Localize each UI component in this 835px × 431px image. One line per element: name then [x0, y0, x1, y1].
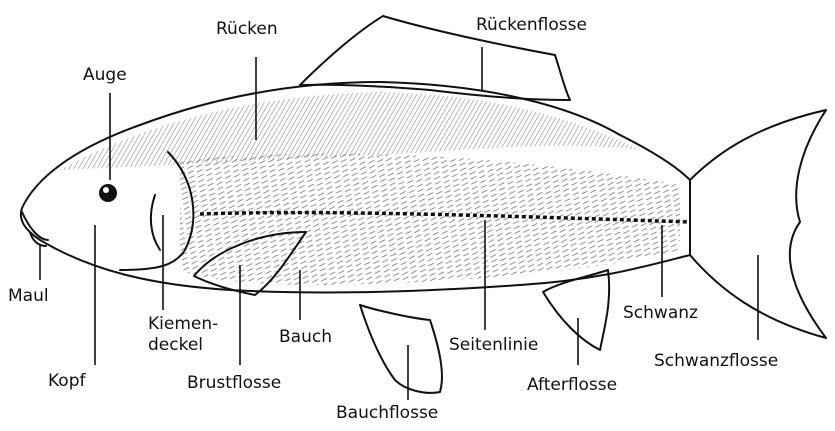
label-bauch: Bauch — [279, 327, 332, 347]
label-schwanzflosse: Schwanzflosse — [654, 351, 778, 371]
eye-highlight — [103, 187, 109, 193]
label-bauchflosse: Bauchflosse — [336, 403, 438, 423]
scale-texture — [180, 154, 680, 285]
label-maul: Maul — [8, 286, 49, 306]
label-rueckenflosse: Rückenflosse — [476, 15, 587, 35]
label-kopf: Kopf — [48, 371, 86, 391]
label-brustflosse: Brustflosse — [187, 373, 281, 393]
eye — [99, 184, 117, 202]
label-afterflosse: Afterflosse — [527, 375, 617, 395]
label-auge: Auge — [83, 65, 127, 85]
label-ruecken: Rücken — [216, 19, 278, 39]
label-kiemendeckel-line1: Kiemen- — [148, 314, 218, 334]
gill-cover-inner — [151, 195, 160, 250]
label-schwanz: Schwanz — [623, 303, 698, 323]
pelvic-fin — [360, 305, 442, 393]
label-kiemendeckel-line2: deckel — [148, 335, 203, 355]
label-seitenlinie: Seitenlinie — [449, 335, 538, 355]
